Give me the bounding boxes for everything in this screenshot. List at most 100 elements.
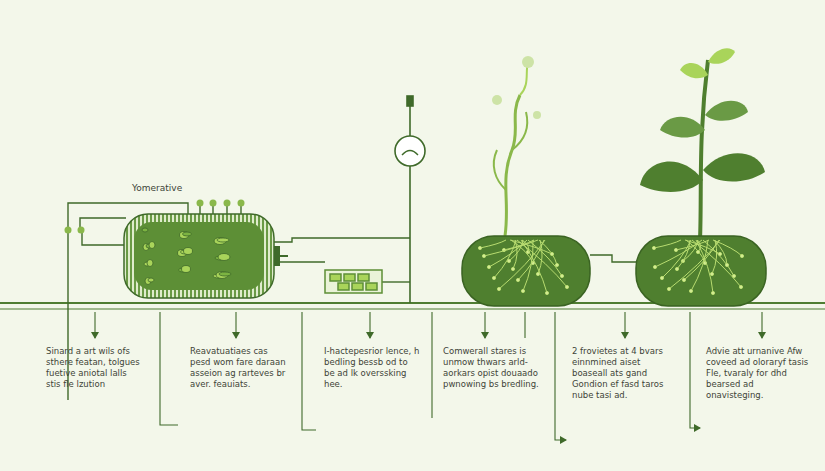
art-line bbox=[624, 312, 625, 338]
art-circle bbox=[739, 285, 742, 288]
art-circle bbox=[492, 276, 495, 279]
art-path bbox=[669, 240, 720, 289]
art-path bbox=[499, 240, 545, 289]
art-rect bbox=[124, 214, 274, 298]
art-path bbox=[494, 150, 506, 190]
art-ellipse bbox=[218, 254, 230, 261]
art-circle bbox=[197, 200, 204, 207]
art-circle bbox=[210, 200, 217, 207]
art-path bbox=[302, 312, 316, 430]
art-circle bbox=[667, 287, 670, 290]
art-line bbox=[484, 312, 485, 338]
art-circle bbox=[740, 254, 743, 257]
art-circle bbox=[516, 278, 519, 281]
description-note: Comwerall stares is unmow thwars arld-ao… bbox=[443, 346, 543, 390]
art-circle bbox=[682, 278, 685, 281]
art-ellipse bbox=[219, 272, 231, 276]
art-path bbox=[513, 240, 517, 269]
art-circle bbox=[224, 200, 231, 207]
art-circle bbox=[710, 272, 713, 275]
art-circle bbox=[560, 274, 563, 277]
art-rect bbox=[330, 274, 341, 281]
art-line bbox=[94, 312, 95, 338]
art-path bbox=[713, 240, 742, 256]
art-path bbox=[640, 161, 703, 191]
art-rect bbox=[462, 236, 590, 306]
art-circle bbox=[482, 254, 485, 257]
art-rect bbox=[366, 283, 377, 290]
art-path bbox=[80, 218, 126, 232]
art-ellipse bbox=[149, 242, 155, 249]
plant-capsule bbox=[636, 48, 766, 306]
art-circle bbox=[732, 274, 735, 277]
art-line bbox=[761, 312, 762, 338]
art-rect bbox=[134, 222, 264, 290]
description-note: Sinard a art wils ofs sthere featan, tol… bbox=[46, 346, 142, 390]
art-path bbox=[382, 281, 410, 282]
art-ellipse bbox=[182, 266, 191, 273]
art-circle bbox=[78, 227, 85, 234]
wires bbox=[68, 203, 636, 400]
art-circle bbox=[711, 291, 714, 294]
art-path bbox=[662, 240, 691, 278]
art-circle bbox=[660, 276, 663, 279]
art-circle bbox=[652, 246, 655, 249]
art-rect bbox=[407, 96, 413, 106]
art-ellipse bbox=[148, 278, 154, 282]
growth-capsule bbox=[462, 56, 590, 306]
art-circle bbox=[653, 265, 656, 268]
art-circle bbox=[487, 265, 490, 268]
art-circle bbox=[725, 263, 728, 266]
art-rect bbox=[274, 246, 280, 266]
art-path bbox=[512, 112, 527, 150]
description-note: I-hactepesrior lence, h bedling bessb od… bbox=[324, 346, 420, 390]
art-ellipse bbox=[184, 248, 193, 255]
art-path bbox=[555, 312, 566, 440]
bioreactor bbox=[124, 214, 288, 298]
art-ellipse bbox=[147, 260, 153, 267]
art-ellipse bbox=[142, 228, 148, 232]
art-path bbox=[160, 312, 178, 425]
description-note: 2 frovietes at 4 bvars einnmined aiset b… bbox=[572, 346, 672, 401]
art-path bbox=[505, 95, 520, 236]
art-rect bbox=[352, 283, 363, 290]
art-circle bbox=[675, 267, 678, 270]
art-path bbox=[272, 238, 410, 242]
art-circle bbox=[533, 111, 541, 119]
cell-chain bbox=[325, 270, 382, 293]
art-path bbox=[677, 240, 690, 269]
sensor-probe bbox=[395, 96, 425, 303]
art-path bbox=[523, 240, 533, 291]
art-circle bbox=[689, 289, 692, 292]
art-path bbox=[431, 312, 432, 418]
art-line bbox=[0, 308, 825, 309]
art-path bbox=[654, 240, 681, 248]
art-circle bbox=[511, 267, 514, 270]
art-path bbox=[494, 240, 516, 278]
art-circle bbox=[674, 248, 677, 251]
art-circle bbox=[521, 289, 524, 292]
description-note: Advie att urnanive Afw coveed ad olorary… bbox=[706, 346, 810, 401]
art-path bbox=[703, 153, 765, 181]
art-path bbox=[680, 63, 708, 78]
part-label: Yomerative bbox=[132, 183, 182, 194]
art-path bbox=[524, 312, 525, 338]
art-path bbox=[521, 240, 547, 293]
art-circle bbox=[565, 285, 568, 288]
art-circle bbox=[395, 136, 425, 166]
art-path bbox=[708, 48, 735, 64]
art-circle bbox=[492, 95, 502, 105]
art-circle bbox=[550, 252, 553, 255]
art-path bbox=[714, 240, 727, 265]
art-path bbox=[402, 151, 418, 156]
art-path bbox=[696, 240, 713, 293]
art-path bbox=[700, 60, 708, 240]
art-rect bbox=[338, 283, 349, 290]
art-circle bbox=[536, 272, 539, 275]
art-line bbox=[369, 312, 370, 338]
art-circle bbox=[238, 200, 245, 207]
art-circle bbox=[522, 56, 534, 68]
